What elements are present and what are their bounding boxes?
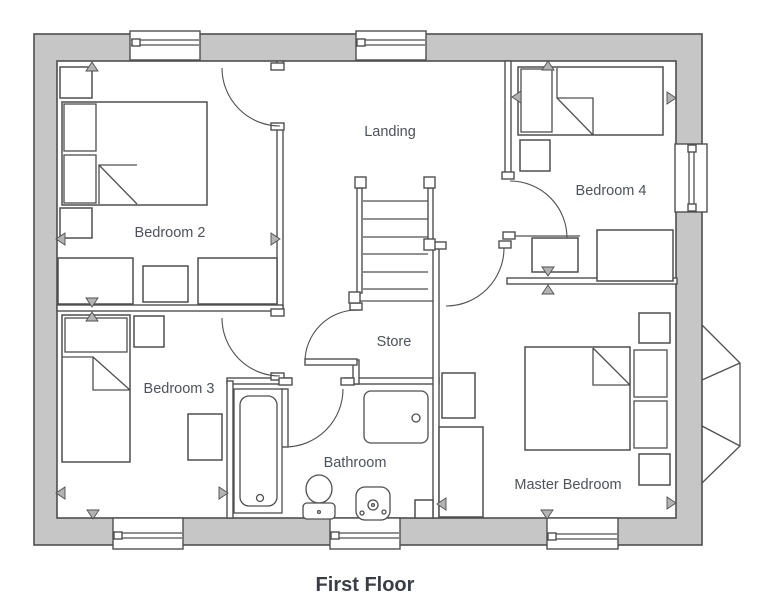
marker-right <box>666 496 677 510</box>
door-bedroom4 <box>509 180 568 239</box>
wardrobe <box>441 372 476 419</box>
pillow <box>64 317 128 353</box>
bathroom-cabinet <box>414 499 434 519</box>
bedroom4-furniture <box>517 66 674 282</box>
pillow <box>633 400 668 449</box>
duvet-fold <box>62 356 131 391</box>
single-bed <box>517 66 664 136</box>
duvet-fold <box>98 164 138 205</box>
marker-up <box>541 60 555 71</box>
label-bathroom: Bathroom <box>324 455 387 471</box>
bathtub <box>233 388 283 514</box>
label-landing: Landing <box>364 124 416 140</box>
marker-up <box>85 311 99 322</box>
toilet-bowl <box>305 474 333 504</box>
nightstand <box>638 312 671 344</box>
pillow <box>633 349 668 398</box>
duvet-fold <box>592 347 631 386</box>
marker-left <box>55 232 66 246</box>
toilet <box>302 474 336 520</box>
window-bedroom2 <box>129 30 201 61</box>
chest <box>142 265 189 303</box>
label-bedroom3: Bedroom 3 <box>144 381 215 397</box>
wardrobe <box>596 229 674 282</box>
marker-down <box>541 266 555 277</box>
chest <box>187 413 223 461</box>
wardrobe <box>57 257 134 305</box>
pillow <box>63 103 97 152</box>
marker-right <box>218 486 229 500</box>
bedroom2-furniture <box>57 66 278 305</box>
marker-right <box>666 91 677 105</box>
nightstand <box>133 315 165 348</box>
pillow <box>63 154 97 204</box>
door-bedroom3 <box>221 317 281 377</box>
nightstand <box>59 66 93 99</box>
marker-down <box>86 509 100 520</box>
window-bathroom <box>329 517 401 550</box>
label-master-bedroom: Master Bedroom <box>514 477 621 493</box>
dimension-markers <box>55 60 677 520</box>
marker-left <box>436 497 447 511</box>
door-master-bedroom <box>445 247 505 307</box>
marker-down <box>85 297 99 308</box>
marker-right <box>270 232 281 246</box>
marker-up <box>85 61 99 72</box>
page-title: First Floor <box>316 574 415 596</box>
door-bedroom2 <box>221 67 281 127</box>
bedroom3-furniture <box>61 314 223 463</box>
double-bed <box>524 346 631 451</box>
marker-left <box>511 90 522 104</box>
label-bedroom2: Bedroom 2 <box>135 225 206 241</box>
marker-up <box>541 284 555 295</box>
room-labels: Landing Bedroom 2 Bedroom 3 Bedroom 4 Ma… <box>135 124 647 493</box>
label-bedroom4: Bedroom 4 <box>576 183 647 199</box>
nightstand <box>638 453 671 486</box>
window-bedroom4-right <box>674 143 708 213</box>
door-store <box>304 309 358 366</box>
master-bedroom-furniture <box>438 312 671 518</box>
staircase <box>348 176 436 304</box>
label-store: Store <box>377 334 412 350</box>
bay-window <box>701 324 741 484</box>
pillow <box>520 68 553 133</box>
dresser <box>531 237 579 273</box>
drain <box>255 493 265 503</box>
basin <box>355 486 391 521</box>
nightstand <box>519 139 551 172</box>
marker-down <box>540 509 554 520</box>
wardrobe <box>197 257 278 305</box>
drain <box>411 413 421 423</box>
double-bed <box>61 101 208 206</box>
window-master-bedroom <box>546 517 619 550</box>
window-landing <box>355 30 427 61</box>
marker-left <box>55 486 66 500</box>
window-bedroom3 <box>112 517 184 550</box>
duvet-fold <box>556 68 594 136</box>
shower-tray <box>363 390 429 444</box>
single-bed <box>61 314 131 463</box>
